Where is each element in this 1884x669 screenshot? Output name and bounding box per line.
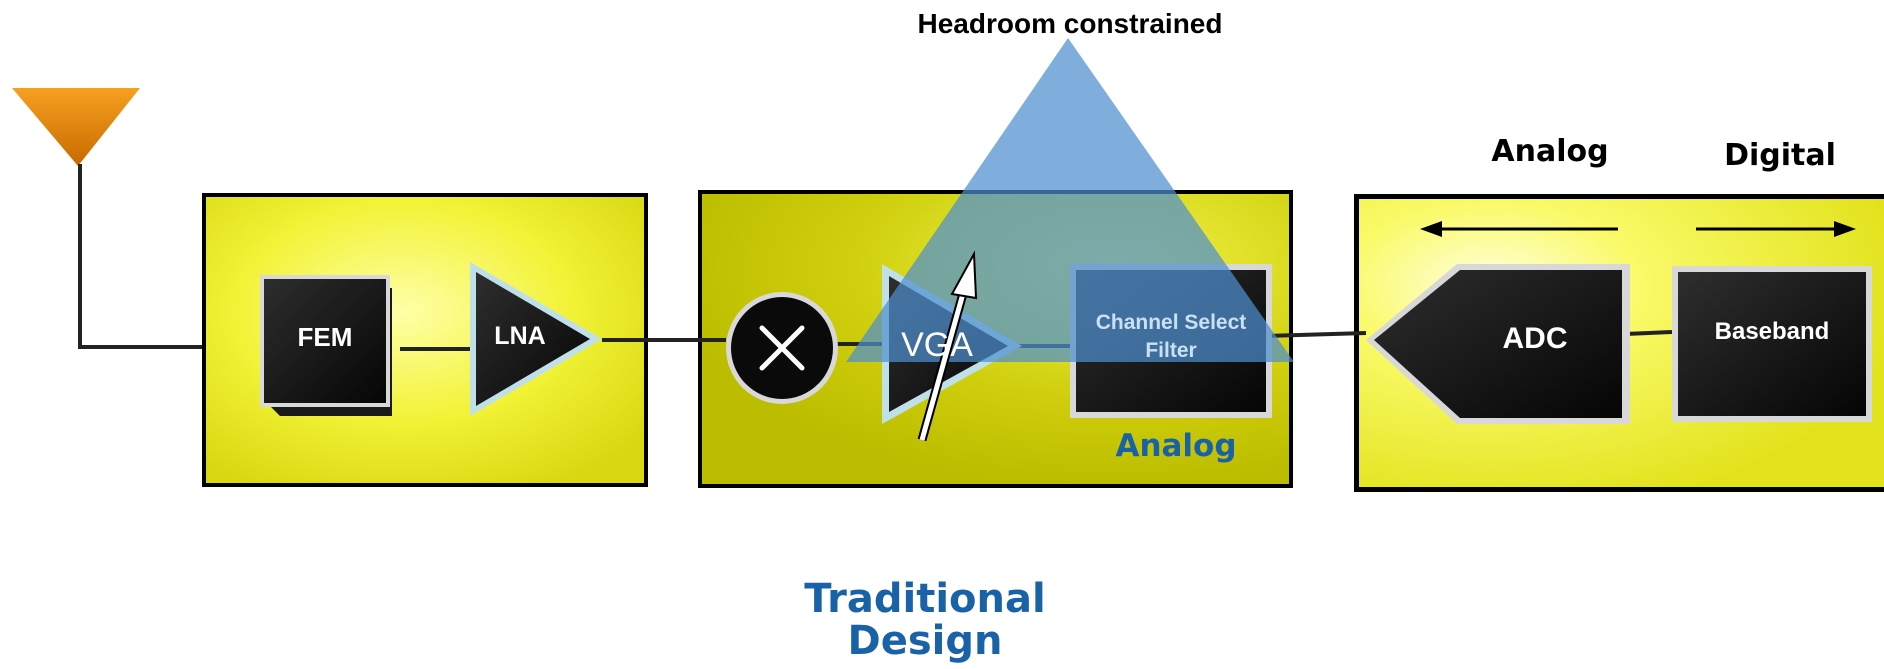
channel-select-filter-label: Channel Select Filter	[1095, 311, 1247, 362]
adc-label: ADC	[1502, 322, 1568, 355]
analog-stage-label: Analog	[1115, 428, 1237, 464]
baseband-block	[1672, 266, 1872, 422]
fem-block	[260, 275, 392, 416]
lna-label: LNA	[494, 322, 546, 350]
digital-domain-arrow	[1696, 221, 1856, 237]
analog-domain-arrow	[1420, 221, 1618, 237]
baseband-label: Baseband	[1714, 318, 1830, 345]
lna-block	[470, 262, 602, 416]
gain-arrow-icon	[917, 250, 978, 442]
footer-title: Traditional Design	[804, 576, 1046, 664]
adc-block	[1366, 264, 1630, 424]
analog-domain-label: Analog	[1491, 134, 1609, 169]
vga-label: VGA	[901, 326, 973, 364]
headroom-triangle	[846, 38, 1294, 362]
digital-domain-label: Digital	[1724, 138, 1836, 173]
mixer-icon	[726, 292, 838, 404]
fem-label: FEM	[297, 322, 353, 352]
headroom-label: Headroom constrained	[917, 8, 1223, 39]
